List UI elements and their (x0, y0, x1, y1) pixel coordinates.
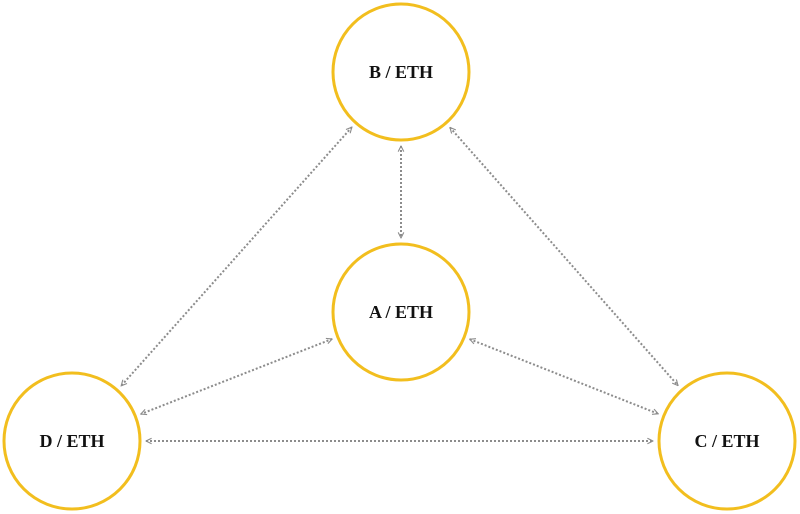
node-a-circle (331, 242, 471, 382)
edge-b-d (121, 127, 352, 386)
node-c-circle (657, 371, 797, 511)
node-a[interactable]: A / ETH (331, 242, 471, 382)
node-d-circle (2, 371, 142, 511)
node-b[interactable]: B / ETH (331, 2, 471, 142)
node-c-label: C / ETH (694, 431, 759, 451)
node-c[interactable]: C / ETH (657, 371, 797, 511)
edge-a-c (470, 339, 658, 414)
edges-layer (121, 127, 678, 441)
edge-b-c (450, 128, 678, 386)
edge-a-d (141, 339, 332, 414)
node-b-circle (331, 2, 471, 142)
node-d-label: D / ETH (39, 431, 104, 451)
node-b-label: B / ETH (369, 62, 433, 82)
node-d[interactable]: D / ETH (2, 371, 142, 511)
node-a-label: A / ETH (369, 302, 433, 322)
